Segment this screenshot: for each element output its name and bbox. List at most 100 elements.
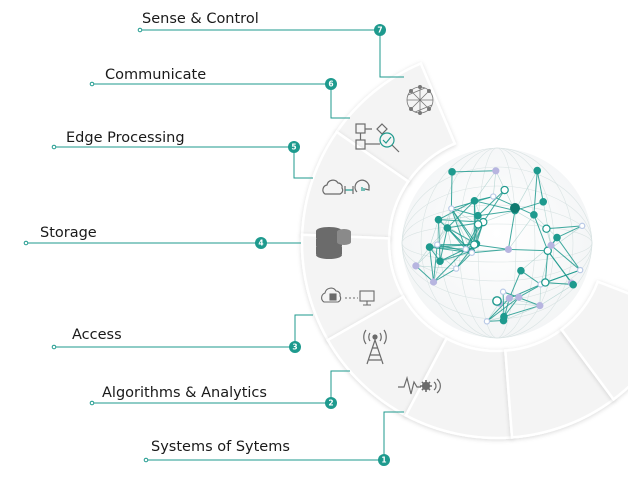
database-icon [316, 227, 351, 259]
network-sphere-icon [406, 84, 434, 115]
globe-link [503, 305, 540, 321]
globe-node [412, 262, 420, 270]
globe-background [402, 148, 592, 338]
globe-node [448, 168, 456, 176]
layer-7-label: Sense & Control [142, 11, 259, 27]
globe-node [543, 246, 552, 255]
svg-text:1: 1 [381, 456, 386, 465]
svg-text:7: 7 [377, 26, 382, 35]
globe-node [547, 241, 555, 249]
globe-node [429, 278, 438, 286]
globe-link [508, 248, 548, 252]
globe-link [437, 219, 441, 262]
layer-1-label: Systems of Sytems [151, 439, 290, 455]
globe-link [433, 244, 438, 283]
layer-2-badge: 2 [325, 397, 337, 409]
svg-text:5: 5 [291, 143, 296, 152]
layer-6-label: Communicate [105, 67, 206, 83]
globe-link [542, 201, 552, 246]
globe-link [439, 252, 472, 262]
svg-text:3: 3 [292, 343, 297, 352]
flowchart-analytics-icon [355, 123, 400, 153]
svg-text:2: 2 [328, 399, 333, 408]
layer-2-label: Algorithms & Analytics [102, 385, 267, 401]
globe-node [448, 205, 455, 212]
svg-text:4: 4 [258, 239, 263, 248]
signal-gear-icon [398, 375, 441, 395]
globe-link [433, 248, 467, 283]
globe-node [443, 224, 452, 232]
fan-segment-1 [559, 280, 628, 402]
globe-link [539, 284, 574, 306]
globe-link [415, 265, 457, 269]
globe-link [471, 248, 509, 254]
layer-5-badge: 5 [288, 141, 300, 153]
globe-link [492, 170, 497, 197]
globe-link [544, 250, 549, 283]
globe-link [486, 302, 500, 322]
globe-link [429, 247, 435, 283]
globe-link [520, 270, 541, 285]
layer-3-label: Access [72, 327, 122, 343]
globe-link [429, 227, 448, 248]
svg-text:6: 6 [328, 80, 333, 89]
globe-link [465, 224, 479, 250]
globe-node [468, 249, 476, 256]
globe-link [533, 170, 538, 215]
globe-link [429, 246, 457, 269]
globe-link [450, 171, 453, 209]
globe-node [434, 241, 441, 248]
globe-node [470, 197, 479, 205]
globe-link [483, 210, 516, 223]
globe-link [477, 210, 516, 217]
globe-link [474, 200, 516, 212]
globe-link [507, 210, 516, 250]
globe-longitude [420, 147, 574, 339]
layer-3-badge: 3 [289, 341, 301, 353]
globe-link [451, 208, 479, 217]
globe-link [486, 296, 520, 322]
globe-node [517, 266, 525, 275]
globe-link [514, 170, 538, 211]
globe-link [536, 170, 544, 202]
globe-latitude [401, 166, 593, 320]
globe-link [477, 189, 505, 217]
globe-link [433, 268, 457, 283]
network-globe [401, 147, 593, 339]
globe-link [415, 244, 438, 267]
globe-node [539, 197, 548, 206]
globe-node [474, 211, 482, 220]
globe-link [503, 305, 541, 318]
segment-fan [300, 61, 628, 440]
globe-node [504, 245, 512, 254]
antenna-tower-icon [363, 329, 387, 365]
globe-link [450, 208, 467, 250]
globe-node [541, 278, 550, 287]
globe-link [474, 170, 497, 201]
globe-link [545, 269, 581, 283]
globe-node [492, 167, 500, 175]
globe-node [470, 240, 479, 249]
globe-node [542, 224, 551, 233]
layer-4-badge: 4 [255, 237, 267, 249]
globe-node [533, 166, 542, 175]
globe-link [452, 170, 496, 173]
globe-link [429, 219, 439, 248]
layer-7-badge: 7 [374, 24, 386, 36]
cloud-sync-icon [322, 179, 370, 195]
globe-node [490, 193, 497, 200]
globe-link [474, 244, 509, 250]
globe-node [453, 265, 460, 272]
globe-node [536, 302, 544, 310]
layer-5-label: Edge Processing [66, 130, 185, 146]
globe-link [556, 225, 583, 239]
globe-node [434, 215, 443, 224]
globe-node [499, 316, 508, 325]
globe-link [547, 250, 574, 285]
globe-link [499, 302, 540, 306]
globe-node [500, 185, 509, 195]
globe-link [439, 244, 475, 262]
globe-link [508, 214, 535, 250]
globe-node [499, 288, 507, 295]
layer-6-badge: 6 [325, 78, 337, 90]
